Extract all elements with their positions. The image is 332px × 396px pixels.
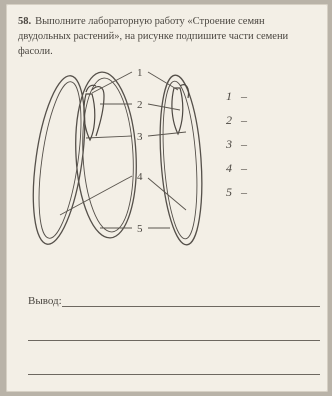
answer-row-1[interactable]: 1– (226, 84, 247, 108)
answer-row-5[interactable]: 5– (226, 180, 247, 204)
conclusion-label: Вывод: (28, 295, 62, 307)
answer-row-4[interactable]: 4– (226, 156, 247, 180)
answer-row-2[interactable]: 2– (226, 108, 247, 132)
figure-label-1: 1 (137, 67, 143, 79)
conclusion-line-2[interactable] (28, 340, 320, 341)
right-seed-half (155, 74, 207, 246)
figure-label-4: 4 (137, 171, 143, 183)
conclusion-line-1[interactable] (62, 306, 320, 307)
answer-row-3[interactable]: 3– (226, 132, 247, 156)
embryo-left (84, 85, 104, 140)
figure-label-5: 5 (137, 223, 143, 235)
conclusion-line-3[interactable] (28, 374, 320, 375)
figure-label-2: 2 (137, 99, 143, 111)
figure-label-3: 3 (137, 131, 143, 143)
answer-list: 1– 2– 3– 4– 5– (226, 84, 247, 204)
middle-seed-half (72, 71, 141, 240)
